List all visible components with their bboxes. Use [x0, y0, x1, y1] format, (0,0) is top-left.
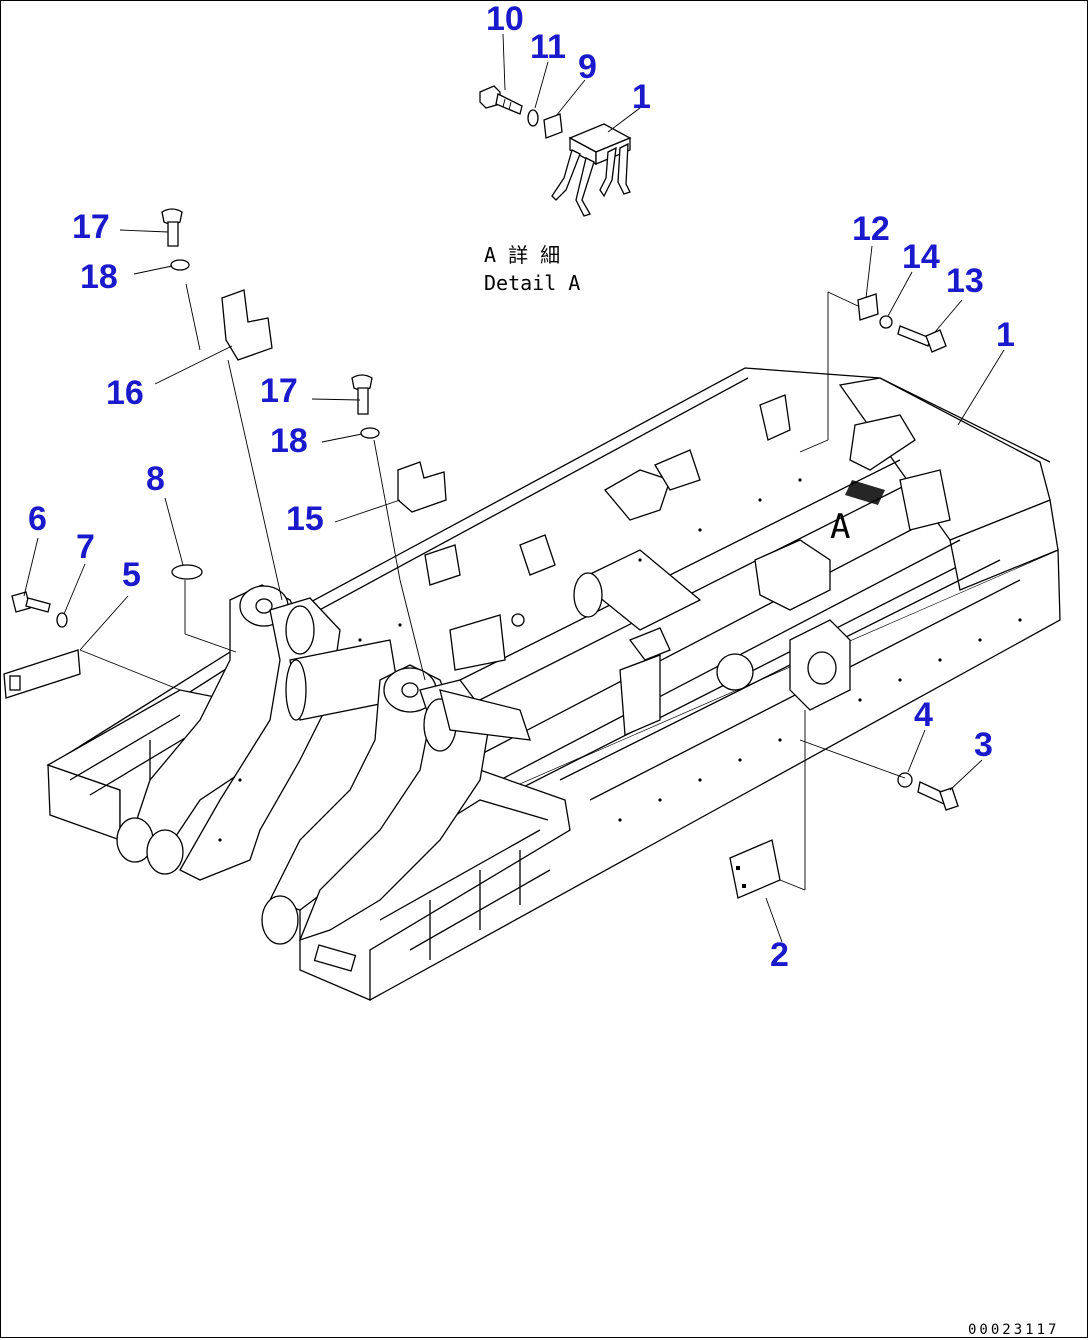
callout-18-lower: 18 [270, 422, 308, 460]
callout-17-upper: 17 [72, 208, 110, 246]
callout-1-main: 1 [996, 316, 1015, 354]
callout-12: 12 [852, 210, 890, 248]
callout-9: 9 [578, 48, 597, 86]
cover-2-part [729, 839, 781, 899]
callout-13: 13 [946, 262, 984, 300]
view-marker-a: A [830, 507, 850, 547]
callout-4: 4 [914, 696, 933, 734]
callout-10: 10 [486, 0, 524, 38]
washer-7-part [56, 612, 68, 628]
bolt-13-part [897, 325, 947, 353]
cap-8-part [171, 564, 203, 580]
callout-14: 14 [902, 238, 940, 276]
detail-a-caption-en: Detail A [484, 271, 580, 295]
callout-17-lower: 17 [260, 372, 298, 410]
plate-9-part [543, 113, 563, 139]
bolt-17-lower-part [351, 374, 373, 415]
plate-12-part [857, 293, 879, 321]
plate-5-tab [9, 675, 21, 691]
washer-14-part [879, 315, 893, 329]
callout-6: 6 [28, 500, 47, 538]
callout-1-detail: 1 [632, 78, 651, 116]
plate-5-part [3, 649, 81, 699]
callout-18-upper: 18 [80, 258, 118, 296]
washer-18-lower-part [360, 427, 380, 439]
leader-lines [23, 33, 1005, 943]
bracket-15-part [397, 461, 447, 513]
bracket-16-part [221, 289, 273, 361]
detail-a-caption-jp: A 詳 細 [484, 243, 560, 267]
washer-18-upper-part [170, 259, 190, 271]
callout-8: 8 [146, 460, 165, 498]
bolt-10-part [479, 85, 523, 115]
callout-7: 7 [76, 528, 95, 566]
bolt-6-part [11, 591, 51, 613]
callout-16: 16 [106, 374, 144, 412]
callout-5: 5 [122, 556, 141, 594]
washer-4-part [897, 772, 913, 788]
callout-15: 15 [286, 500, 324, 538]
callout-labels: 10 11 9 1 17 18 16 17 18 15 8 6 7 5 12 1… [28, 0, 1015, 974]
bracket-1-detail-part [551, 123, 632, 217]
bolt-3-part [917, 781, 959, 811]
callout-11: 11 [530, 28, 566, 66]
callout-3: 3 [974, 726, 993, 764]
bolt-17-upper-part [161, 208, 183, 247]
document-number: 00023117 [968, 1322, 1059, 1338]
detail-a-view: A 詳 細 Detail A [479, 85, 632, 295]
main-frame-assembly [46, 367, 1061, 1001]
callout-2: 2 [770, 936, 789, 974]
washer-11-part [527, 109, 539, 127]
